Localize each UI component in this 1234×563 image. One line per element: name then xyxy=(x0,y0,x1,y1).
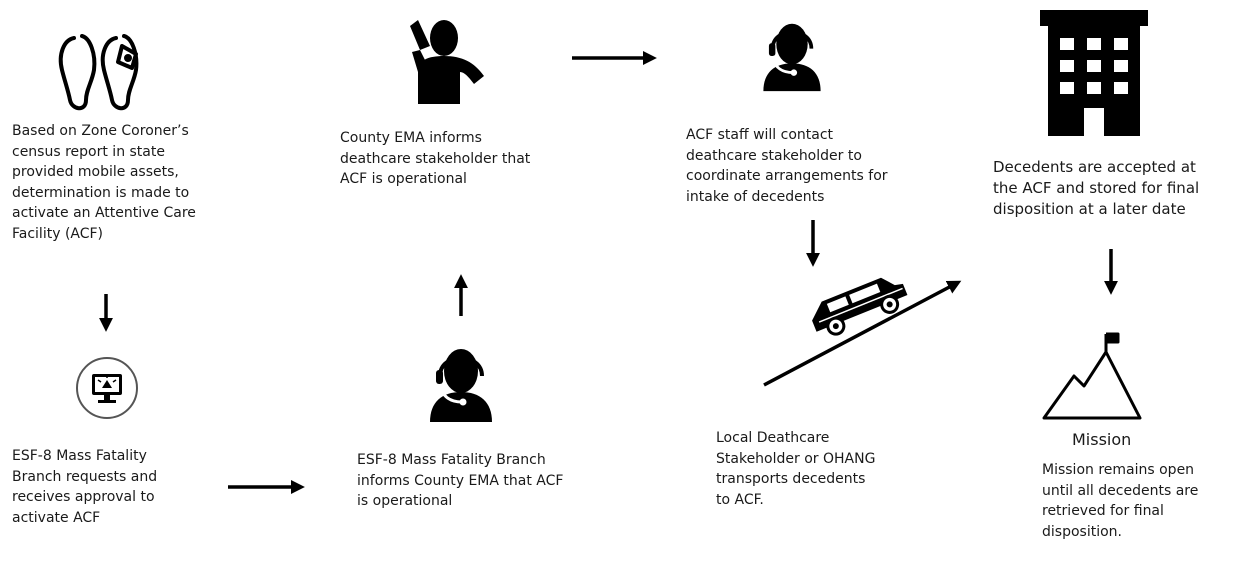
headset-operator-icon xyxy=(430,349,492,422)
step2-text: ESF-8 Mass Fatality Branch requests and … xyxy=(12,448,158,526)
building-icon xyxy=(1040,10,1148,136)
step8-text: Mission remains open until all decedents… xyxy=(1042,462,1199,540)
step3-text: ESF-8 Mass Fatality Branch informs Count… xyxy=(357,452,564,509)
person-on-phone-icon xyxy=(410,20,484,104)
step4-text: County EMA informs deathcare stakeholder… xyxy=(340,130,531,187)
headset-operator-icon xyxy=(763,23,821,92)
mountain-flag-icon xyxy=(1042,332,1142,420)
step7-text: Decedents are accepted at the ACF and st… xyxy=(993,158,1200,218)
computer-alert-icon xyxy=(76,357,138,419)
feet-toe-tag-icon xyxy=(58,34,139,111)
ramp-arrow-step6-to-step7 xyxy=(763,280,962,387)
step6-text: Local Deathcare Stakeholder or OHANG tra… xyxy=(716,430,876,508)
step5-text: ACF staff will contact deathcare stakeho… xyxy=(686,127,888,205)
hearse-car-icon xyxy=(812,277,908,336)
step8-title: Mission xyxy=(1072,430,1132,449)
step1-text: Based on Zone Coroner’s census report in… xyxy=(12,123,196,242)
